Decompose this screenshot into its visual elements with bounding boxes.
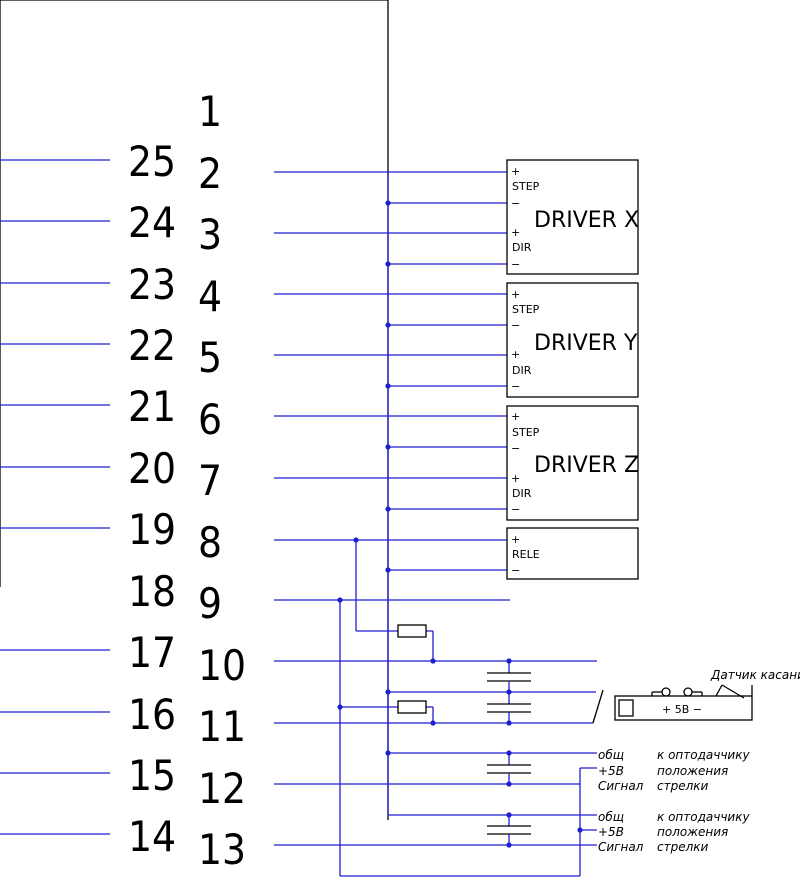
pin-number: 7	[198, 456, 222, 505]
svg-text:+5В: +5В	[598, 764, 624, 778]
svg-text:−: −	[511, 258, 520, 271]
driver-x: + STEP − + DIR − DRIVER X	[506, 159, 639, 275]
capacitor-3	[487, 753, 531, 784]
svg-text:+: +	[511, 348, 520, 361]
svg-text:+: +	[511, 226, 520, 239]
pin-number: 9	[198, 579, 222, 628]
pin-number: 24	[128, 198, 176, 247]
pin-number: 22	[128, 321, 176, 370]
svg-text:DIR: DIR	[512, 364, 532, 377]
pin-number: 15	[128, 751, 176, 800]
connector-outline	[0, 0, 389, 820]
pin-number: 1	[198, 87, 222, 136]
pin-number: 20	[128, 444, 176, 493]
capacitor-4	[487, 815, 531, 845]
svg-text:общ: общ	[598, 810, 624, 824]
driver-label: DRIVER Y	[534, 331, 638, 356]
pin-number: 5	[198, 333, 222, 382]
svg-text:+: +	[511, 165, 520, 178]
pin-number: 12	[198, 764, 246, 813]
driver-z: + STEP − + DIR − DRIVER Z	[506, 405, 639, 521]
svg-text:+5В: +5В	[598, 825, 624, 839]
capacitor-1	[487, 661, 531, 692]
svg-text:стрелки: стрелки	[657, 779, 709, 793]
svg-text:STEP: STEP	[512, 303, 540, 316]
pin-number: 18	[128, 567, 176, 616]
svg-text:DIR: DIR	[512, 487, 532, 500]
relay-box: + RELE −	[506, 527, 639, 580]
pin-number: 11	[198, 702, 246, 751]
switch-symbol	[592, 689, 604, 724]
resistor-2	[397, 700, 427, 714]
svg-text:+: +	[511, 472, 520, 485]
svg-text:стрелки: стрелки	[657, 840, 709, 854]
resistors	[397, 624, 427, 714]
svg-text:STEP: STEP	[512, 426, 540, 439]
pin-number: 13	[198, 825, 246, 874]
svg-text:−: −	[511, 564, 520, 577]
pin-number: 4	[198, 272, 222, 321]
pin-number: 16	[128, 690, 176, 739]
pin-number: 6	[198, 395, 222, 444]
touch-sensor: Датчик касания + 5В −	[614, 668, 800, 721]
pin-number: 17	[128, 628, 176, 677]
driver-y: + STEP − + DIR − DRIVER Y	[506, 282, 639, 398]
svg-text:к оптодаччику: к оптодаччику	[657, 810, 750, 824]
svg-text:−: −	[511, 503, 520, 516]
left-pin-lines	[0, 159, 110, 835]
svg-text:положения: положения	[657, 825, 728, 839]
wire-buses	[339, 172, 434, 876]
svg-text:к оптодаччику: к оптодаччику	[657, 748, 750, 762]
driver-label: DRIVER X	[534, 208, 639, 233]
svg-text:общ: общ	[598, 748, 624, 762]
resistor-1	[397, 624, 427, 638]
svg-text:−: −	[511, 380, 520, 393]
touch-sensor-title: Датчик касания	[710, 668, 800, 682]
left-pin-numbers: 25 24 23 22 21 20 19 18 17 16 15 14	[128, 137, 176, 861]
svg-text:STEP: STEP	[512, 180, 540, 193]
svg-text:−: −	[511, 197, 520, 210]
svg-text:−: −	[511, 319, 520, 332]
opto-sensor-2: общ +5В Сигнал к оптодаччику положения с…	[598, 810, 750, 854]
junction-dots	[337, 200, 583, 848]
capacitor-2	[487, 692, 531, 723]
pin-number: 10	[198, 641, 246, 690]
svg-text:+: +	[511, 533, 520, 546]
capacitors	[487, 661, 531, 845]
svg-text:Сигнал: Сигнал	[598, 779, 644, 793]
pin-number: 21	[128, 382, 176, 431]
opto-sensor-1: общ +5В Сигнал к оптодаччику положения с…	[598, 748, 750, 793]
svg-text:+: +	[511, 410, 520, 423]
pin-number: 3	[198, 210, 222, 259]
right-pin-numbers: 1 2 3 4 5 6 7 8 9 10 11 12 13	[198, 87, 246, 874]
signal-wires	[274, 171, 597, 877]
pin-number: 2	[198, 149, 222, 198]
svg-text:+: +	[511, 288, 520, 301]
sensor-supply-label: + 5В −	[662, 703, 702, 716]
svg-text:Сигнал: Сигнал	[598, 840, 644, 854]
driver-label: DRIVER Z	[534, 453, 639, 478]
svg-text:−: −	[511, 442, 520, 455]
svg-text:RELE: RELE	[512, 548, 540, 561]
pin-number: 8	[198, 518, 222, 567]
svg-text:DIR: DIR	[512, 241, 532, 254]
pin-number: 23	[128, 260, 176, 309]
pin-number: 25	[128, 137, 176, 186]
svg-text:положения: положения	[657, 764, 728, 778]
pin-number: 19	[128, 505, 176, 554]
pin-number: 14	[128, 812, 176, 861]
